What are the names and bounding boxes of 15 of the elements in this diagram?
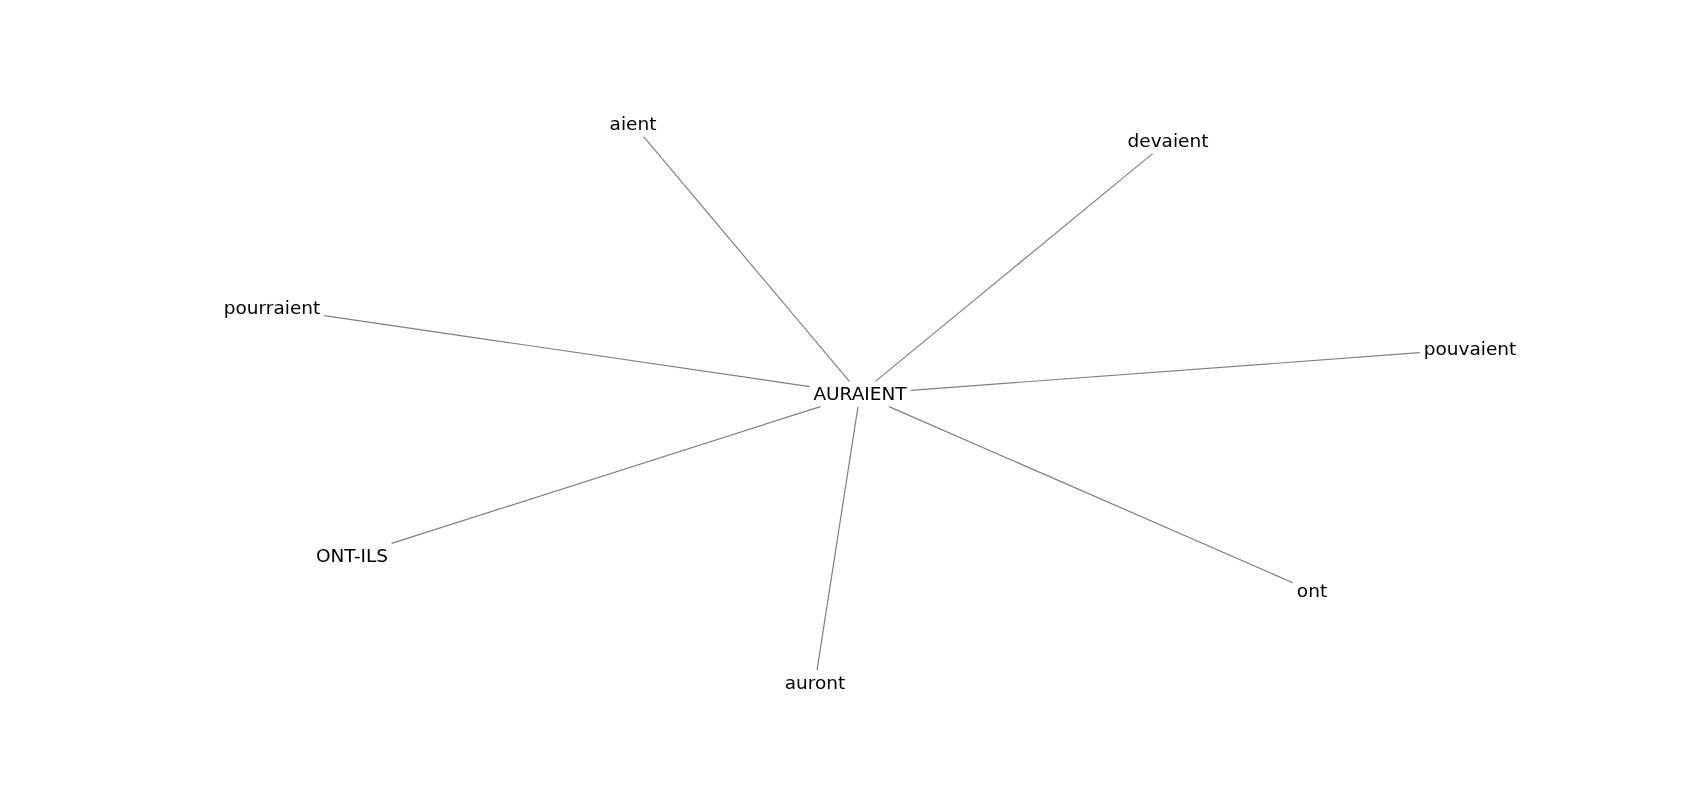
word-label: AURAIENT xyxy=(811,382,909,406)
word-label: aient xyxy=(607,112,659,136)
word-label: ONT-ILS xyxy=(313,544,391,568)
connector-line xyxy=(391,406,821,544)
connector-line xyxy=(888,406,1294,584)
word-label: pourraient xyxy=(221,296,323,320)
connector-line xyxy=(816,406,859,671)
word-label: devaient xyxy=(1125,129,1211,153)
word-label: auront xyxy=(782,671,848,695)
word-label: pouvaient xyxy=(1421,337,1519,361)
connector-line xyxy=(643,136,850,382)
connector-line xyxy=(910,352,1421,391)
connector-line xyxy=(874,153,1154,382)
word-label: ont xyxy=(1294,579,1330,603)
connector-line xyxy=(323,315,810,388)
